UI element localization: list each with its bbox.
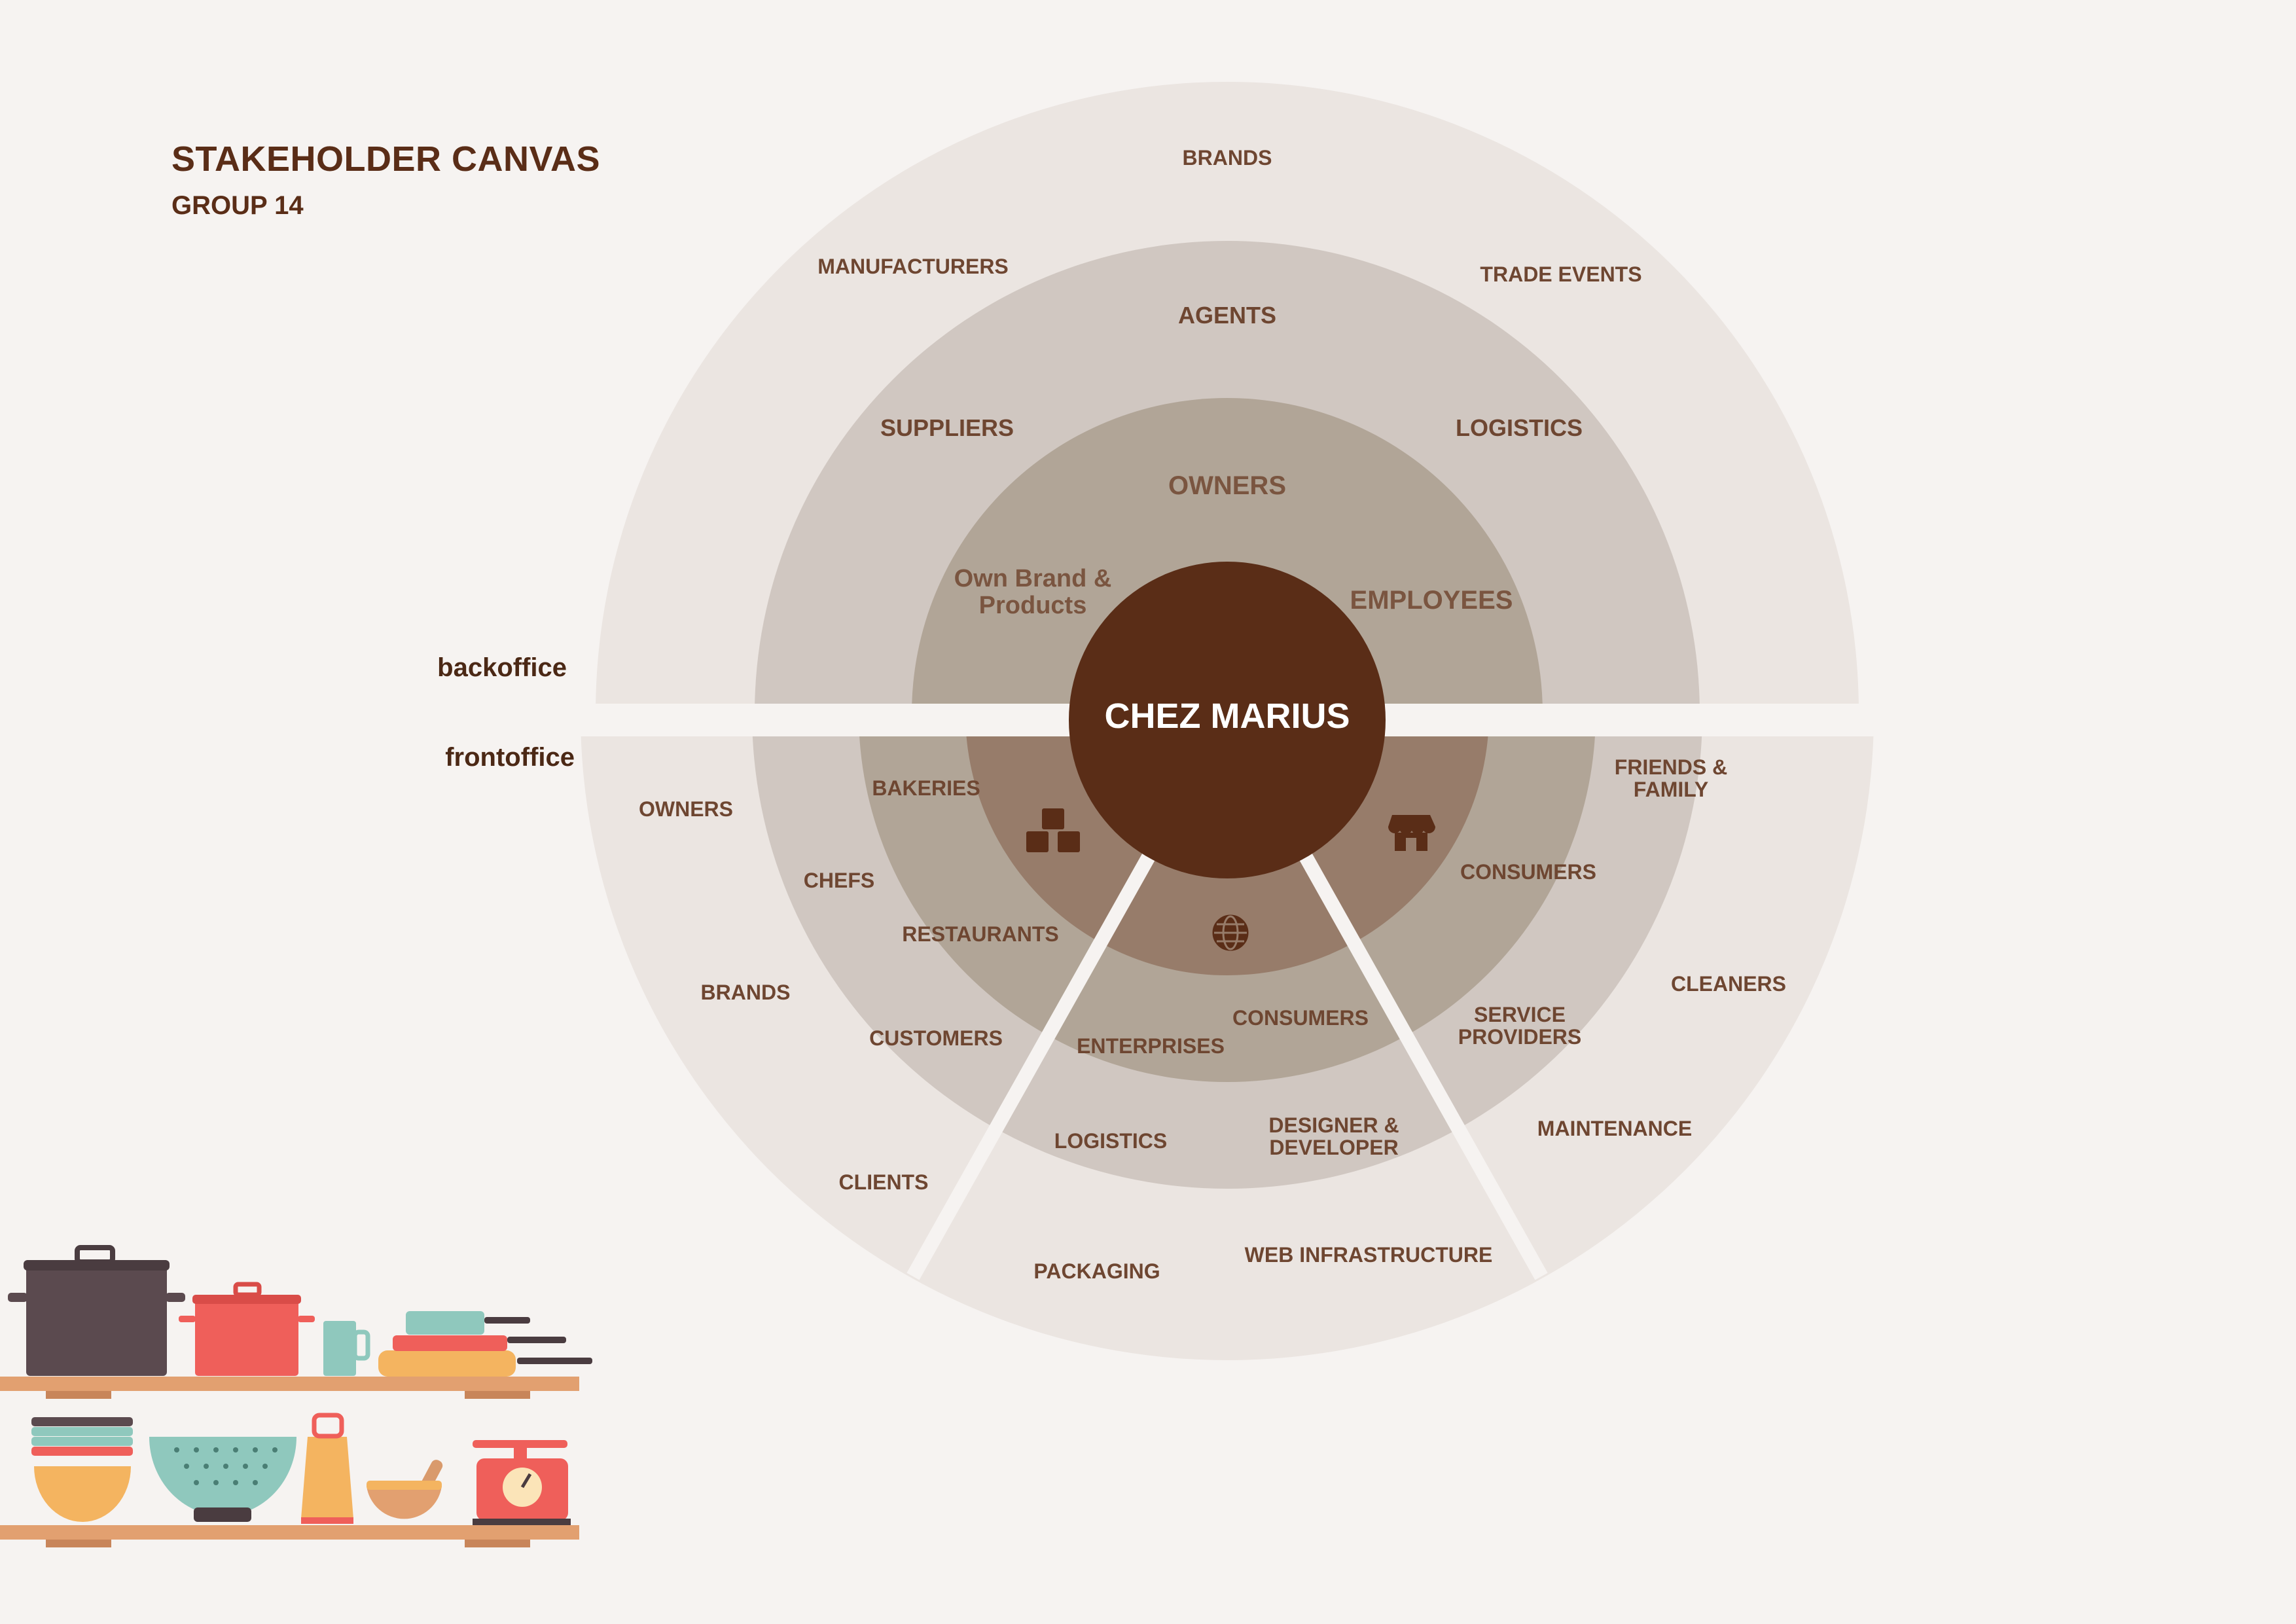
label-restaurants: RESTAURANTS — [902, 922, 1058, 946]
backoffice-ring-inner — [912, 398, 1543, 704]
label-own-brand: Own Brand & — [954, 565, 1112, 592]
label-developer: DEVELOPER — [1269, 1136, 1398, 1159]
red-pot-icon — [179, 1282, 315, 1376]
measuring-cup-icon — [323, 1321, 370, 1376]
boxes-icon — [1026, 808, 1080, 852]
label-chefs: CHEFS — [804, 869, 874, 892]
label-friends: FRIENDS & — [1615, 755, 1727, 779]
label-trade-events: TRADE EVENTS — [1480, 262, 1641, 286]
label-consumers-shop: CONSUMERS — [1460, 860, 1596, 884]
bowls-icon — [31, 1417, 133, 1522]
label-brands-front: BRANDS — [701, 981, 791, 1004]
mortar-icon — [367, 1460, 443, 1519]
page-subtitle: GROUP 14 — [171, 191, 304, 220]
label-logistics-front: LOGISTICS — [1054, 1129, 1167, 1153]
globe-icon — [1212, 914, 1249, 951]
label-designer: DESIGNER & — [1268, 1113, 1399, 1137]
label-consumers-web: CONSUMERS — [1232, 1006, 1369, 1030]
page-title: STAKEHOLDER CANVAS — [171, 139, 601, 179]
label-brands-back: BRANDS — [1183, 146, 1272, 170]
label-enterprises: ENTERPRISES — [1077, 1034, 1225, 1058]
shelf-bottom — [0, 1525, 579, 1540]
divider-right — [1296, 847, 1548, 1280]
label-cleaners: CLEANERS — [1671, 972, 1786, 996]
label-maintenance: MAINTENANCE — [1537, 1117, 1692, 1140]
shelf-top — [0, 1377, 579, 1391]
label-web-infrastructure: WEB INFRASTRUCTURE — [1245, 1243, 1493, 1267]
label-providers: PROVIDERS — [1458, 1025, 1581, 1049]
backoffice-label: backoffice — [437, 653, 567, 682]
backoffice-half — [596, 82, 1859, 704]
label-employees: EMPLOYEES — [1350, 586, 1513, 615]
center-circle — [1069, 562, 1386, 878]
label-clients: CLIENTS — [839, 1170, 929, 1194]
grater-icon — [301, 1413, 353, 1524]
label-service: SERVICE — [1474, 1003, 1566, 1026]
label-owners-front: OWNERS — [639, 797, 733, 821]
shop-icon — [1388, 815, 1435, 851]
label-family: FAMILY — [1634, 778, 1708, 801]
label-agents: AGENTS — [1178, 302, 1276, 329]
label-products: Products — [979, 592, 1087, 619]
label-logistics-back: LOGISTICS — [1456, 414, 1583, 441]
label-suppliers: SUPPLIERS — [880, 414, 1014, 441]
label-bakeries: BAKERIES — [872, 776, 980, 800]
frontoffice-label: frontoffice — [445, 743, 575, 772]
stock-pot-icon — [8, 1245, 185, 1376]
label-packaging: PACKAGING — [1033, 1259, 1160, 1283]
label-customers: CUSTOMERS — [869, 1026, 1003, 1050]
center-label: CHEZ MARIUS — [1105, 696, 1350, 736]
colander-icon — [149, 1437, 296, 1522]
label-manufacturers: MANUFACTURERS — [817, 255, 1009, 278]
pans-icon — [378, 1311, 592, 1377]
label-owners-back: OWNERS — [1168, 471, 1286, 500]
divider-left — [906, 847, 1158, 1280]
kitchen-shelves-illustration — [0, 1245, 592, 1547]
kitchen-scale-icon — [473, 1440, 571, 1525]
